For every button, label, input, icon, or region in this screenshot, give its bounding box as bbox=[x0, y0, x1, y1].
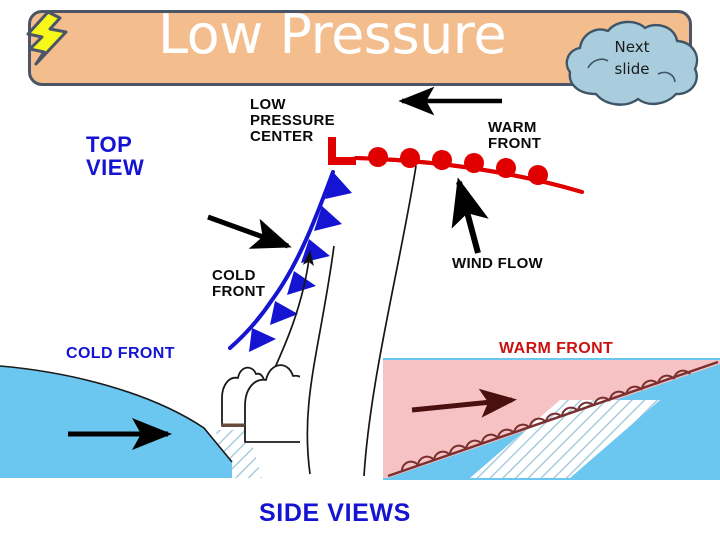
warm-front-line-top-view bbox=[354, 147, 584, 194]
label-warm-front-top-view: WARM FRONT bbox=[488, 119, 542, 152]
label-top-view: TOP VIEW bbox=[86, 132, 145, 181]
low-pressure-L-marker bbox=[328, 137, 356, 165]
label-cold-front-side-view: COLD FRONT bbox=[66, 345, 175, 362]
next-slide-cloud-button[interactable] bbox=[562, 18, 702, 110]
cold-front-motion-arrow bbox=[207, 214, 292, 249]
side-view-cold-front bbox=[0, 364, 300, 478]
label-low-pressure-center: LOW PRESSURE CENTER bbox=[250, 96, 335, 145]
side-view-warm-front bbox=[383, 358, 720, 480]
lightning-bolt-icon bbox=[26, 10, 68, 66]
label-side-views: SIDE VIEWS bbox=[259, 499, 411, 527]
cold-front-callout-curve-2 bbox=[306, 245, 335, 475]
wind-flow-arrow bbox=[451, 177, 489, 254]
warm-front-callout-curve bbox=[363, 165, 417, 477]
label-wind-flow: WIND FLOW bbox=[452, 255, 544, 272]
cold-front-line-top-view bbox=[228, 170, 352, 352]
page-title: Low Pressure bbox=[157, 3, 507, 66]
label-cold-front-top-view: COLD FRONT bbox=[212, 267, 266, 300]
label-warm-front-side-view: WARM FRONT bbox=[499, 340, 614, 357]
